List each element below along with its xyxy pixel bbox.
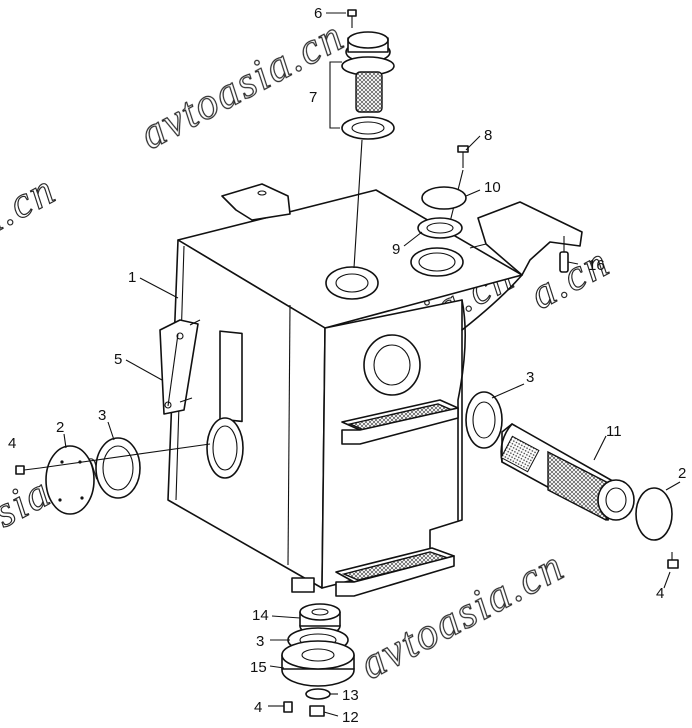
callout-12: 12	[342, 709, 359, 726]
callout-10: 10	[484, 179, 501, 196]
callout-11: 11	[606, 423, 622, 440]
callout-15: 15	[250, 659, 267, 676]
callout-labels: 6 7 8 10 9 16 1 5 3 3 2 11 4 2 4 14 3 15…	[8, 5, 686, 726]
tank-body	[167, 183, 583, 597]
part-15-flange	[281, 640, 355, 687]
callout-5: 5	[114, 351, 122, 368]
callout-14: 14	[252, 607, 269, 624]
callout-7: 7	[309, 89, 317, 106]
svg-text:ia.cn: ia.cn	[0, 164, 64, 253]
part-2-right-cover	[635, 487, 673, 541]
part-9-gasket	[417, 217, 463, 239]
callout-4-right: 4	[656, 585, 664, 602]
part-4-bottom-bolt	[283, 701, 293, 713]
callout-4-bottom: 4	[254, 699, 262, 716]
callout-1: 1	[128, 269, 136, 286]
part-6-bolt	[347, 9, 357, 28]
callout-8: 8	[484, 127, 492, 144]
leader-lines	[63, 12, 681, 717]
part-3-left-gasket	[95, 437, 141, 499]
callout-16: 16	[588, 257, 605, 274]
part-14-boss	[299, 603, 341, 636]
svg-text:avtoasia.cn: avtoasia.cn	[132, 11, 352, 159]
callout-3-right: 3	[526, 369, 534, 386]
part-11-filter	[500, 423, 635, 521]
callout-2-left: 2	[56, 419, 64, 436]
callout-3-left: 3	[98, 407, 106, 424]
callout-4-left: 4	[8, 435, 16, 452]
part-7-strainer	[329, 31, 395, 269]
part-4-right-bolt	[667, 552, 679, 569]
part-4-left-bolt	[15, 443, 211, 475]
callout-6: 6	[314, 5, 322, 22]
part-3-right-gasket	[465, 391, 503, 449]
part-12-plug	[309, 705, 325, 717]
part-10-cover	[421, 186, 467, 210]
callout-13: 13	[342, 687, 359, 704]
callout-9: 9	[392, 241, 400, 258]
part-2-left-cover	[45, 445, 95, 515]
callout-3-bottom: 3	[256, 633, 264, 650]
part-13-washer	[305, 688, 331, 700]
callout-2-right: 2	[678, 465, 686, 482]
part-5-handle	[159, 319, 201, 415]
